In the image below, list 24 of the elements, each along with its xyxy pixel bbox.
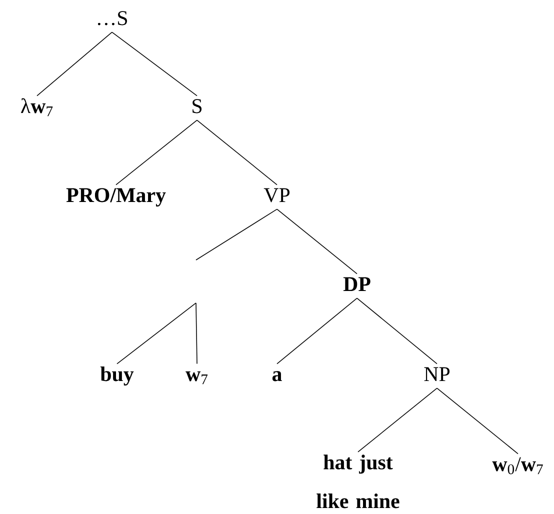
tree-label: DP [343, 277, 370, 292]
tree-branch [116, 120, 198, 186]
tree-label: w$_{0}$/w$_{7}$ [492, 457, 543, 474]
tree-branch [196, 208, 278, 260]
tree-label: λw$_{7}$ [21, 98, 53, 116]
tree-branch [436, 388, 518, 454]
tree-label: S [192, 99, 202, 114]
tree-branch [276, 298, 358, 364]
tree-branch [196, 302, 198, 364]
tree-branch [116, 302, 196, 364]
tree-label: VP [264, 188, 290, 202]
tree-branch [356, 298, 438, 364]
tree-label: …S [98, 11, 127, 26]
tree-branch [112, 32, 198, 96]
tree-label: hat just like mine [316, 454, 400, 508]
tree-branch [276, 208, 358, 274]
tree-label: buy [100, 366, 134, 386]
tree-label: w$_{7}$ [186, 371, 208, 384]
tree-branch [196, 120, 278, 186]
tree-label: a [272, 371, 282, 382]
tree-label: PRO/Mary [66, 188, 166, 206]
tree-label: NP [424, 367, 450, 381]
tree-branch [36, 32, 112, 96]
tree-branch [358, 388, 438, 452]
